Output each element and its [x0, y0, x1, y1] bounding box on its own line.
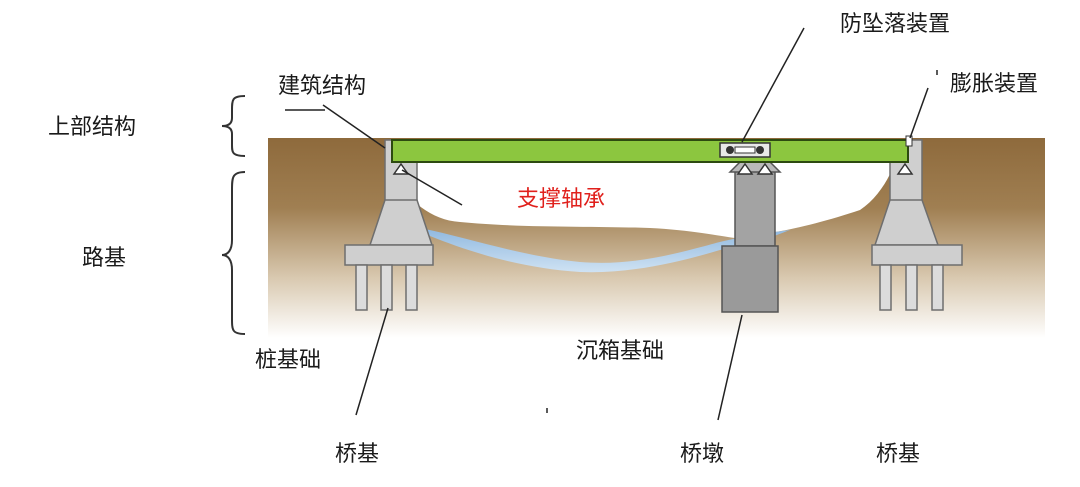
label-abutment-left: 桥基 [335, 442, 380, 467]
label-expansion-device: 膨胀装置 [950, 72, 1039, 97]
label-pier: 桥墩 [680, 442, 725, 467]
pile [380, 264, 393, 311]
pile [355, 264, 368, 311]
fall-prevention-device [719, 142, 771, 158]
leader-pile [355, 307, 389, 416]
label-fall-prevention: 防坠落装置 [840, 12, 951, 37]
leader-building-structure [322, 104, 386, 149]
deck-girder [391, 139, 909, 163]
caisson [721, 245, 779, 313]
river-valley [392, 150, 892, 238]
expansion-device [905, 135, 913, 147]
label-support-bearing: 支撑轴承 [517, 187, 606, 212]
bearing-right [896, 162, 914, 175]
brace-superstructure [221, 95, 246, 157]
abutment-right-footing [871, 244, 963, 266]
label-superstructure: 上部结构 [48, 115, 137, 140]
label-subgrade: 路基 [82, 246, 127, 271]
abutment-right-structure [871, 139, 963, 311]
pile [405, 264, 418, 311]
pile [931, 264, 944, 311]
abutment-left-footing [344, 244, 434, 266]
label-pile-foundation: 桩基础 [255, 348, 322, 373]
pile [879, 264, 892, 311]
label-caisson-foundation: 沉箱基础 [576, 339, 665, 364]
leader-expansion [909, 87, 929, 139]
leader-fall-prevention [741, 27, 805, 143]
leader-pier [717, 314, 743, 421]
water [420, 228, 790, 273]
pier-structure [721, 159, 782, 313]
leader-bearing [401, 169, 463, 206]
pier-column [734, 167, 776, 247]
bearing-pier-1 [736, 162, 754, 175]
brace-subgrade [221, 171, 246, 335]
label-abutment-right: 桥基 [876, 442, 921, 467]
bearing-pier-2 [756, 162, 774, 175]
pile [905, 264, 918, 311]
label-building-structure: 建筑结构 [278, 74, 367, 99]
